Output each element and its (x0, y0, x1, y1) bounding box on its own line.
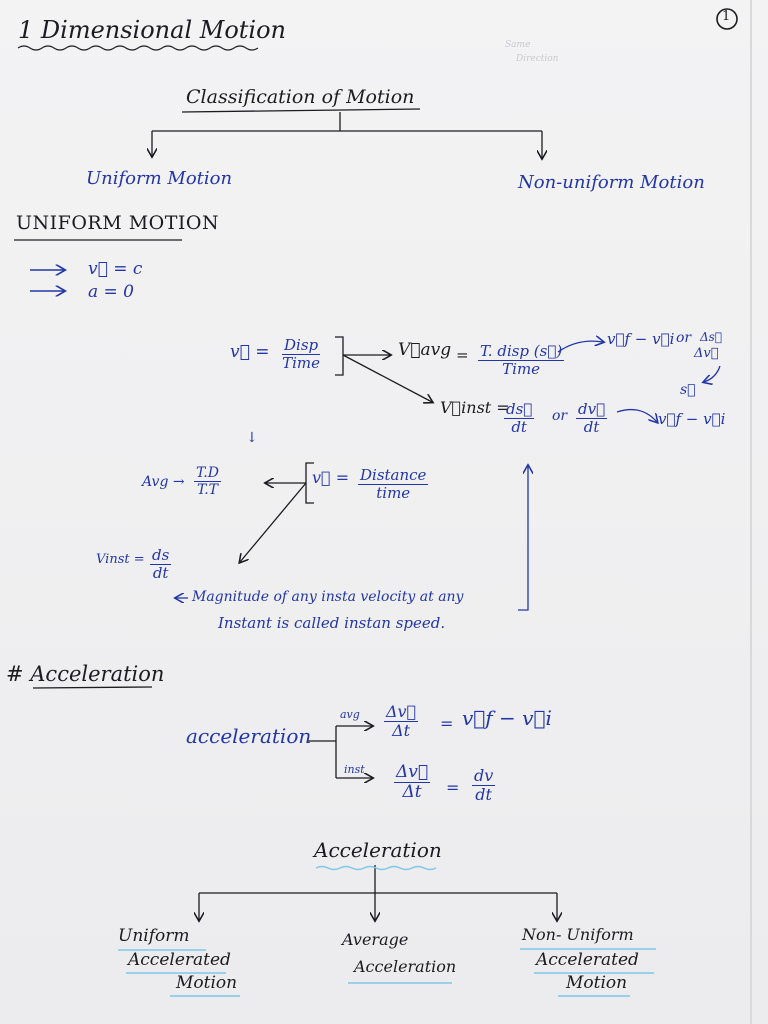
tdisp-over-time: T. disp (s⃗) Time (478, 342, 565, 378)
dt-speed-text: dt (152, 563, 169, 582)
ghost-text-same: Same (505, 40, 531, 50)
equals-avg: = (440, 714, 454, 733)
tdisp-text: T. disp (s⃗) (478, 342, 565, 361)
ghost-text-direction: Direction (516, 54, 559, 64)
classification-heading: Classification of Motion (186, 86, 415, 108)
equals-inst: = (446, 778, 460, 797)
arrow-mark: ↓ (246, 430, 258, 446)
uniform-motion-heading: UNIFORM MOTION (16, 212, 220, 234)
v-avg-equals: = (456, 346, 469, 364)
vf-minus-vi: v⃗f − v⃗i (607, 330, 675, 348)
page-number: 1 (722, 9, 731, 24)
dt2-text: dt (583, 417, 600, 436)
s-vector-text: s⃗ (680, 382, 696, 398)
time2-text: Time (502, 359, 541, 378)
dt-text: dt (511, 417, 527, 436)
note-line-2: Instant is called instan speed. (218, 614, 446, 632)
speed-lhs: v⃗ = (312, 468, 350, 487)
tt-text: T.T (196, 481, 219, 498)
vinst-speed-label: Vinst = (96, 552, 145, 567)
distance-text: Distance (358, 466, 429, 485)
or-text-1: or (676, 330, 692, 346)
type-uniform-line2: Accelerated (128, 950, 231, 970)
time-lower-text: time (376, 483, 411, 502)
note-line-1: Magnitude of any insta velocity at any (192, 589, 464, 605)
vf-minus-vi-2: v⃗f − v⃗i (658, 410, 726, 428)
vf-minus-vi-accel: v⃗f − v⃗i (462, 706, 552, 730)
dt-inst-text: Δt (402, 781, 422, 802)
dt-small-text: dt (475, 784, 492, 804)
delta-s-text: Δs⃗ (700, 330, 723, 344)
avg-subscript: avg (340, 708, 360, 721)
v-inst-label: V⃗inst = (440, 398, 510, 417)
dv-over-dt-avg: Δv⃗ Δt (384, 702, 419, 740)
classification-underline (181, 108, 421, 113)
dv-text: dv⃗ (576, 400, 608, 419)
ds-over-dt-speed: ds dt (150, 546, 172, 582)
acceleration-types-heading: Acceleration (314, 838, 442, 862)
dv-small-text: dv (472, 766, 496, 786)
bullet-velocity-constant: v⃗ = c (88, 259, 143, 279)
td-over-tt: T.D T.T (194, 466, 221, 498)
dv-avg-text: Δv⃗ (384, 702, 419, 722)
dv-over-dt: dv⃗ dt (576, 400, 608, 436)
ds-speed-text: ds (150, 546, 172, 565)
avg-label: Avg → (142, 474, 185, 490)
dv-over-dt-small: dv dt (472, 766, 496, 804)
page-number-circle (716, 8, 738, 30)
v-avg-label: V⃗avg (398, 340, 452, 360)
disp-over-time: Disp Time (282, 336, 321, 372)
acceleration-heading: # Acceleration (6, 662, 165, 686)
type-average-line2: Acceleration (354, 957, 457, 976)
td-text: T.D (194, 465, 221, 482)
dv-over-dt-inst: Δv⃗ Δt (394, 762, 431, 802)
page-title: 1 Dimensional Motion (18, 16, 286, 44)
or-text-2: or (552, 408, 568, 424)
type-average-line1: Average (342, 930, 409, 949)
title-underline (17, 45, 259, 51)
type-uniform-line1: Uniform (118, 926, 190, 946)
type-nonuniform-line2: Accelerated (536, 950, 639, 970)
acceleration-label: acceleration (186, 724, 312, 748)
ds-text: ds⃗ (504, 400, 535, 419)
distance-over-time: Distance time (358, 466, 429, 502)
delta-v-text: Δv⃗ (694, 346, 719, 361)
ds-over-dt: ds⃗ dt (504, 400, 535, 436)
type-uniform-line3: Motion (176, 973, 238, 993)
time-text: Time (282, 353, 321, 372)
page-edge (750, 0, 752, 1024)
disp-text: Disp (282, 336, 321, 355)
nonuniform-motion-label: Non-uniform Motion (518, 172, 705, 193)
bullet-acceleration-zero: a = 0 (88, 282, 135, 302)
inst-subscript: inst (344, 763, 365, 776)
type-nonuniform-line1: Non- Uniform (522, 925, 634, 944)
velocity-lhs: v⃗ = (230, 342, 270, 362)
type-nonuniform-line3: Motion (566, 973, 628, 993)
uniform-motion-label: Uniform Motion (86, 168, 233, 189)
dt-avg-text: Δt (392, 720, 411, 740)
dv-inst-text: Δv⃗ (394, 762, 431, 783)
